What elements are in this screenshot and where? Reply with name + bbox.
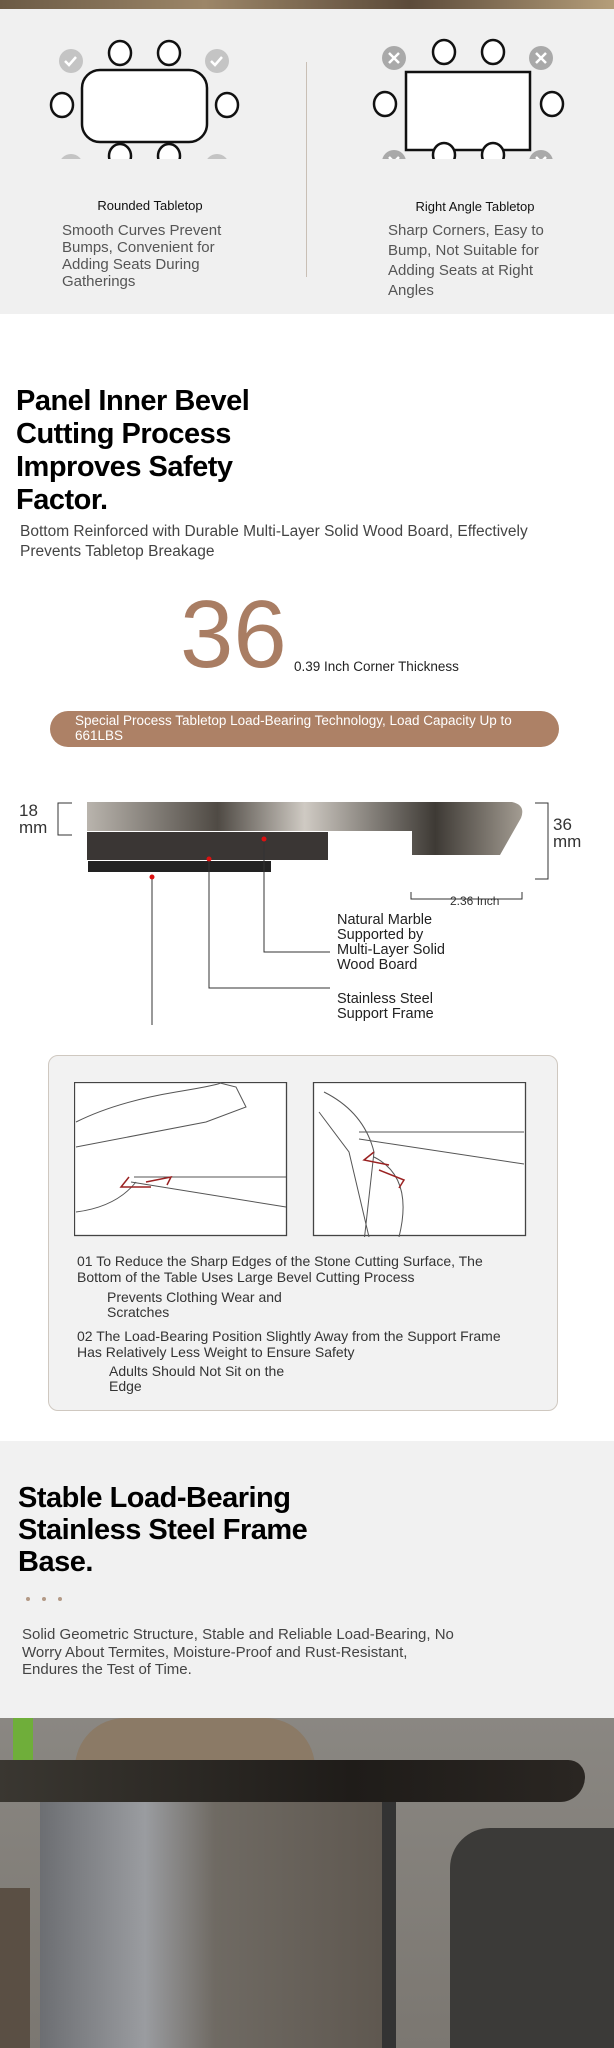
right-angle-table-shape: [404, 70, 532, 152]
right-dimension: 36 mm: [553, 815, 582, 851]
note-1-main: 01 To Reduce the Sharp Edges of the Ston…: [77, 1253, 483, 1285]
marble-layer: [87, 802, 523, 855]
tabletop-comparison: [0, 9, 614, 314]
steel-base: [40, 1802, 390, 2048]
rounded-table-shape: [80, 68, 209, 144]
top-photo-strip: [0, 0, 614, 9]
note-1-sub: Prevents Clothing Wear and Scratches: [107, 1289, 282, 1320]
frame-heading: Stable Load-Bearing Stainless Steel Fram…: [18, 1482, 308, 1578]
arm-illustration: [74, 1082, 288, 1237]
chair-back: [75, 1718, 315, 1768]
load-capacity-pill: Special Process Tabletop Load-Bearing Te…: [50, 711, 559, 747]
cross-section-diagram: [57, 802, 549, 1025]
note-2-sub: Adults Should Not Sit on the Edge: [109, 1363, 285, 1394]
left-dimension: 18 mm: [19, 801, 48, 837]
big-number: 36: [180, 581, 287, 688]
note-2-main: 02 The Load-Bearing Position Slightly Aw…: [77, 1328, 501, 1360]
decorative-dots: [26, 1597, 66, 1601]
right-angle-description: Sharp Corners, Easy to Bump, Not Suitabl…: [388, 222, 544, 299]
divider: [306, 62, 307, 277]
marble-table-photo: [0, 1718, 614, 2048]
bevel-subtitle: Bottom Reinforced with Durable Multi-Lay…: [20, 523, 528, 560]
seating-diagrams: [49, 38, 565, 159]
frame-subtitle: Solid Geometric Structure, Stable and Re…: [22, 1626, 454, 1678]
table-leg: [382, 1802, 396, 2048]
frame-base-section: [0, 1441, 614, 1720]
marble-tabletop: [0, 1760, 585, 1802]
rounded-description: Smooth Curves Prevent Bumps, Convenient …: [62, 222, 222, 290]
big-number-caption: 0.39 Inch Corner Thickness: [294, 659, 459, 674]
width-dimension: 2.36 Inch: [450, 894, 500, 908]
wood-board-layer: [87, 832, 328, 860]
right-angle-title: Right Angle Tabletop: [415, 199, 535, 214]
illustrations: [74, 1082, 527, 1237]
dining-chair: [450, 1828, 614, 2048]
steel-frame-label: Stainless Steel Support Frame: [337, 991, 434, 1022]
rounded-title: Rounded Tabletop: [97, 198, 203, 213]
bevel-heading: Panel Inner Bevel Cutting Process Improv…: [16, 385, 250, 516]
left-chair: [0, 1888, 30, 2048]
steel-frame-layer: [88, 861, 271, 872]
marble-label: Natural Marble Supported by Multi-Layer …: [337, 912, 445, 973]
